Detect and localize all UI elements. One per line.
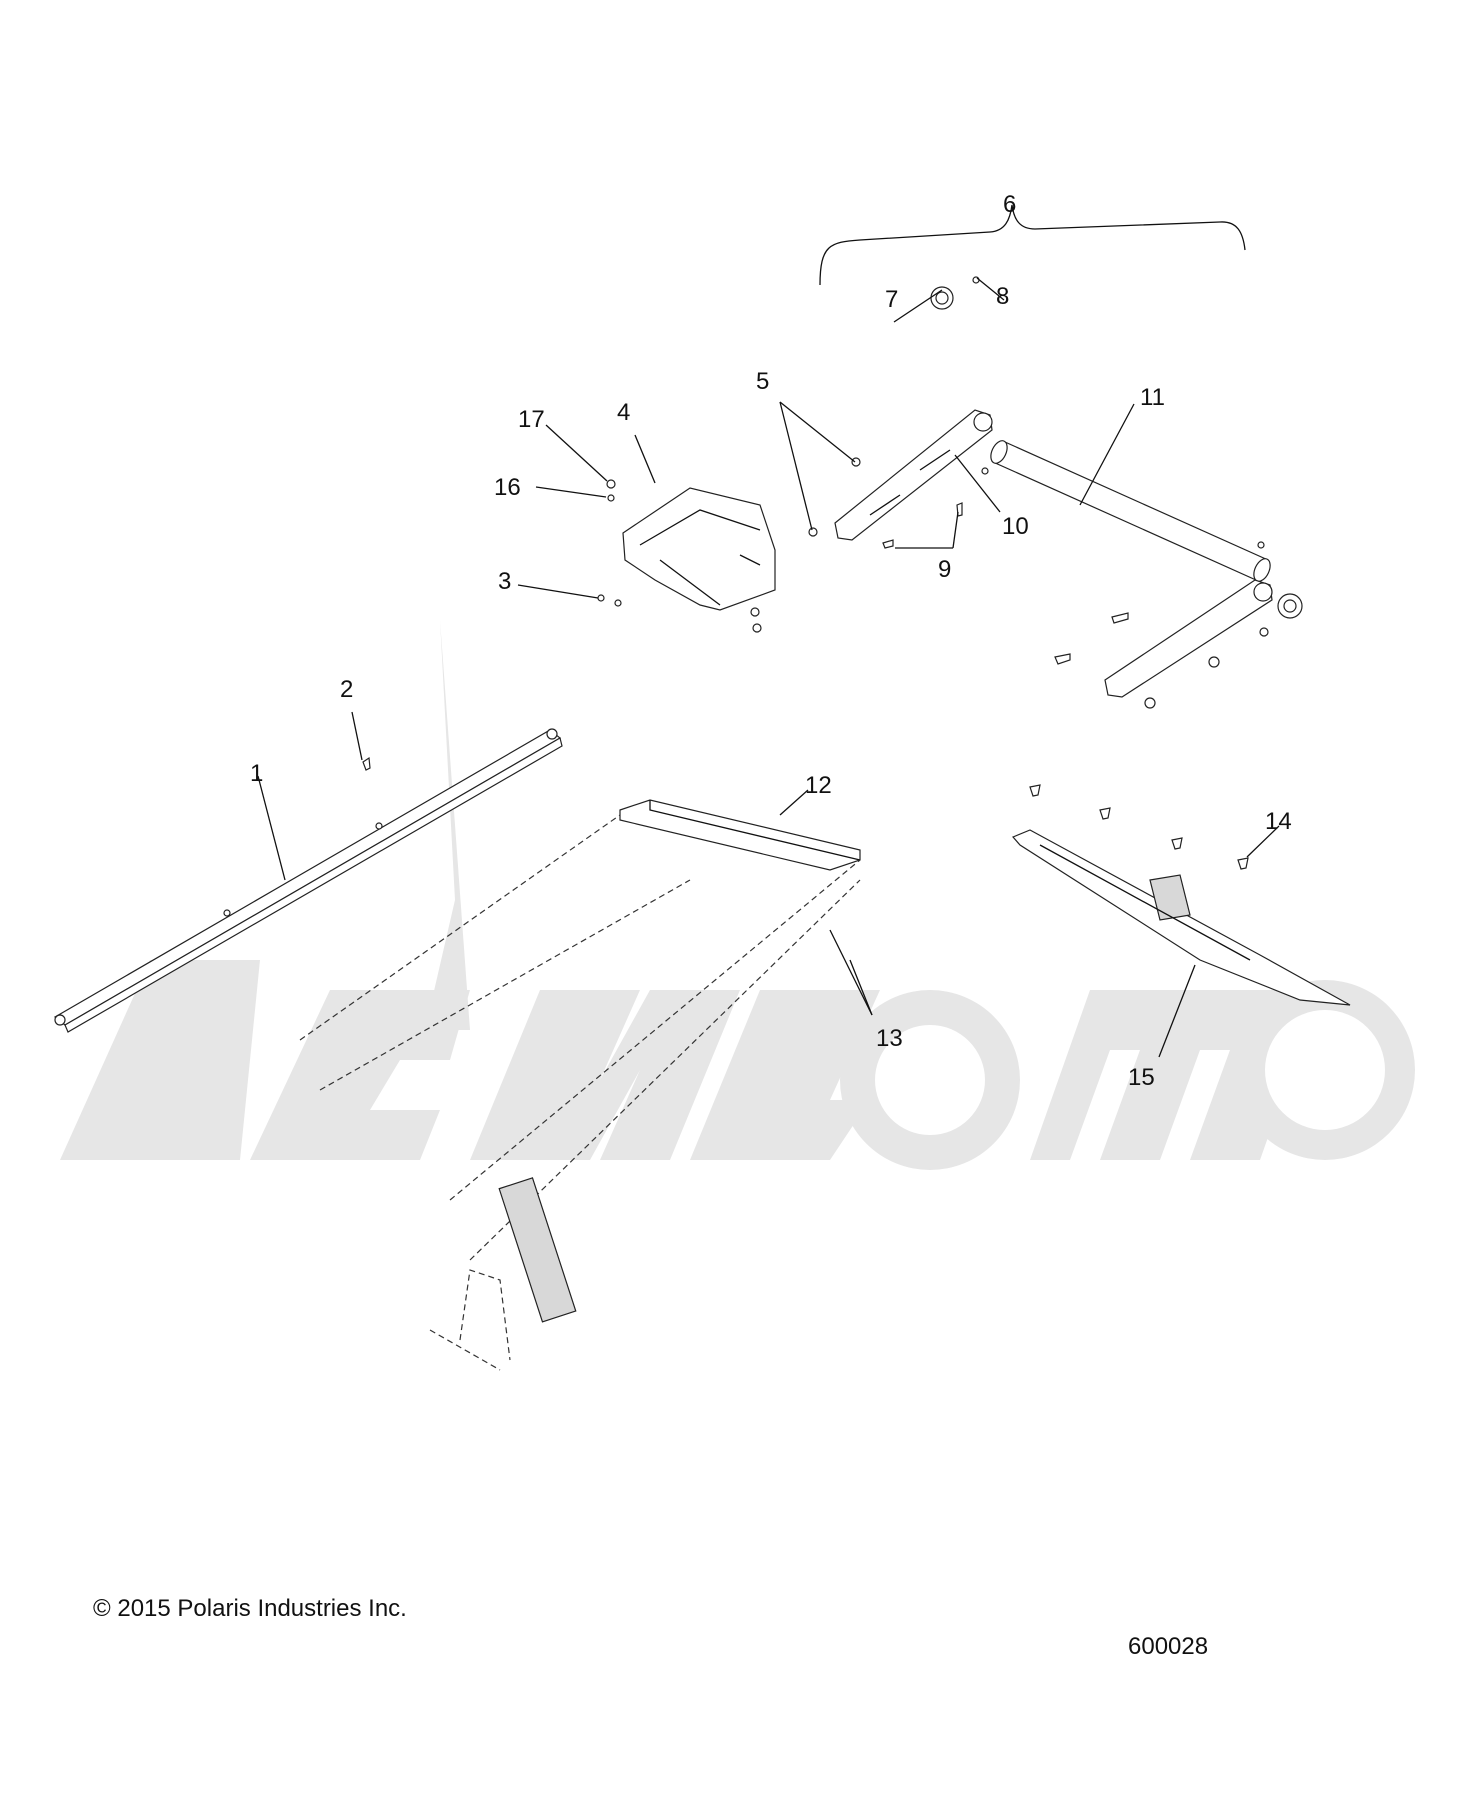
callout-16: 16 [494, 474, 521, 501]
callout-10: 10 [1002, 513, 1029, 540]
leader-lines [257, 277, 1280, 1058]
callout-6: 6 [1003, 191, 1016, 218]
callout-17: 17 [518, 406, 545, 433]
callout-14: 14 [1265, 808, 1292, 835]
part-15-panel [1011, 784, 1351, 1006]
part-4-cover [597, 479, 776, 633]
callout-3: 3 [498, 568, 511, 595]
callout-4: 4 [617, 399, 630, 426]
part-arm-right [1054, 541, 1303, 709]
callout-15: 15 [1128, 1064, 1155, 1091]
callout-9: 9 [938, 556, 951, 583]
part-12-platform [299, 799, 861, 1371]
part-11-tube [990, 440, 1271, 582]
callout-7: 7 [885, 286, 898, 313]
diagram-id: 600028 [1128, 1633, 1209, 1660]
copyright-text: © 2015 Polaris Industries Inc. [93, 1595, 407, 1622]
callout-2: 2 [340, 676, 353, 703]
callout-12: 12 [805, 772, 832, 799]
callout-5: 5 [756, 368, 769, 395]
part-2-bolt [362, 756, 371, 771]
callout-8: 8 [996, 283, 1009, 310]
callout-11: 11 [1140, 384, 1165, 411]
callout-labels: 1 2 3 4 5 6 7 8 9 10 11 12 13 14 15 16 1… [250, 191, 1292, 1091]
part-1-rail [53, 728, 563, 1033]
callout-1: 1 [250, 760, 263, 787]
assembly-bracket [819, 204, 1246, 286]
callout-13: 13 [876, 1025, 903, 1052]
watermark-logo [60, 620, 1415, 1170]
